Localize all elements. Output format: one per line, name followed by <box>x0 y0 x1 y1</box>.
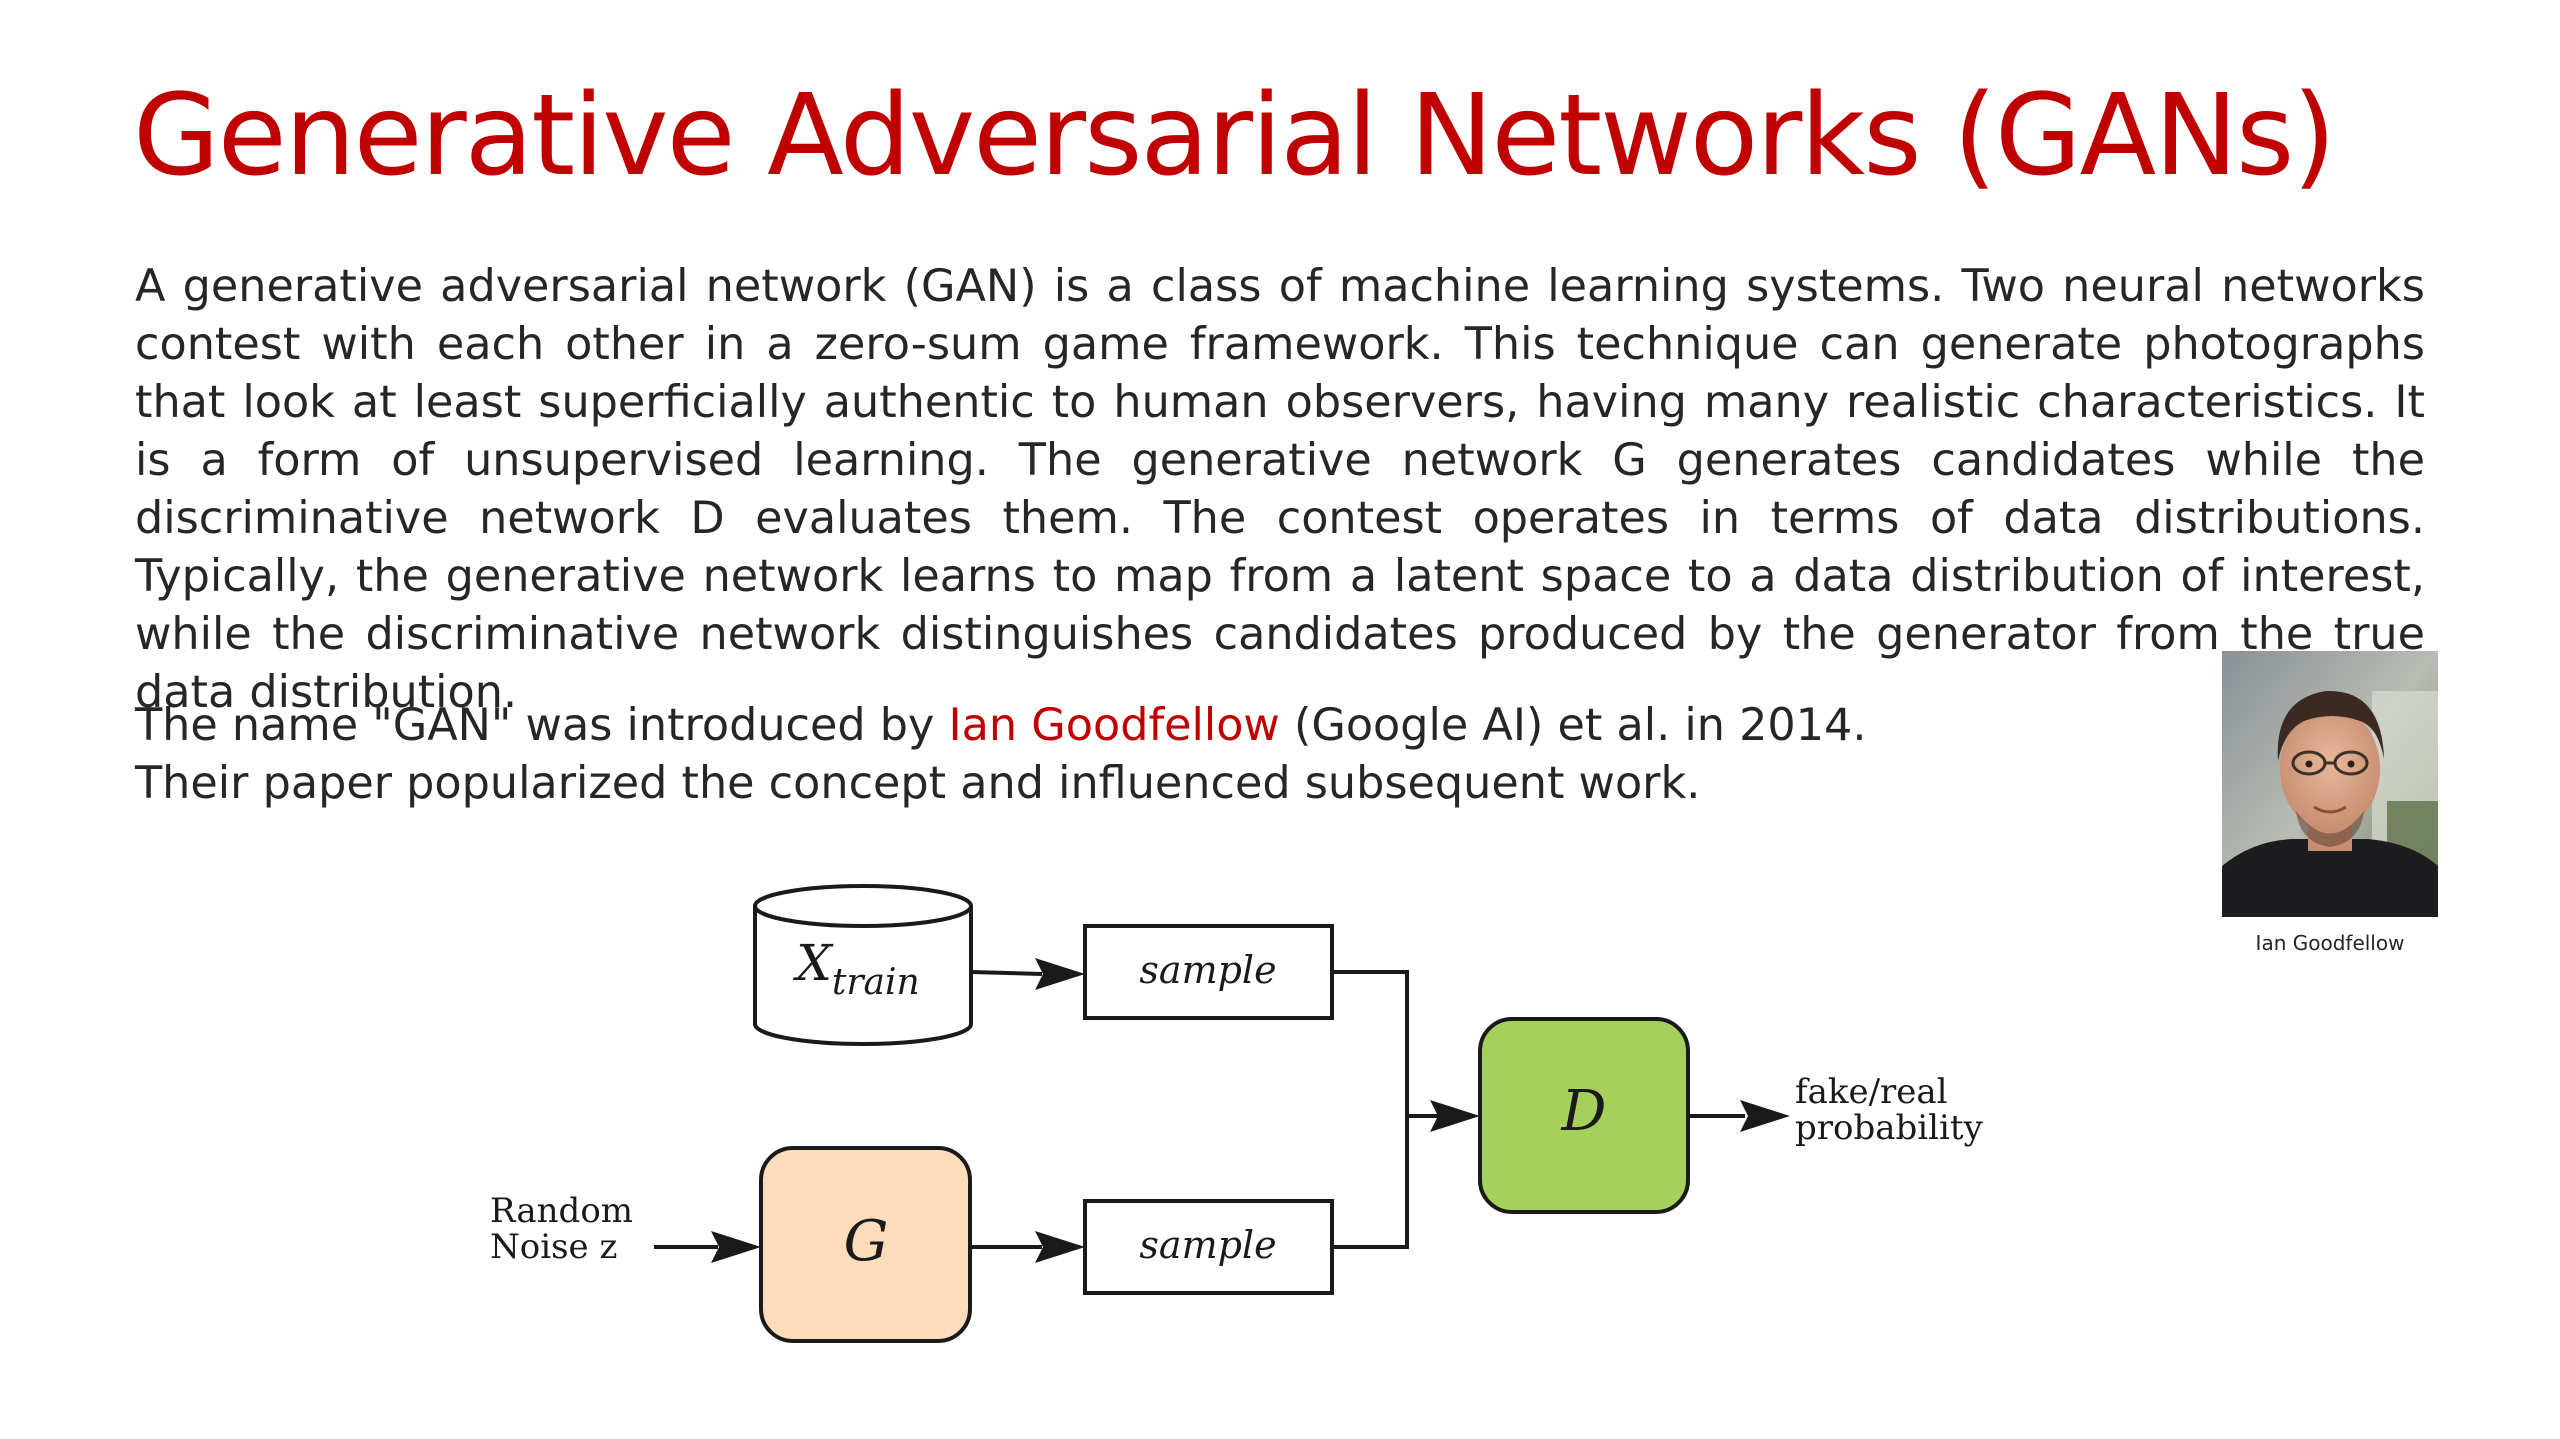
arrowhead-generator-sample <box>1035 1231 1085 1263</box>
gan-description: A generative adversarial network (GAN) i… <box>135 261 2425 718</box>
attribution-suffix: (Google AI) et al. in 2014. <box>1279 700 1867 751</box>
noise-label-line-1: Random <box>490 1191 633 1231</box>
sample-merge-line <box>1332 970 1409 1249</box>
sample-box-generated: sample <box>1083 1199 1334 1295</box>
attribution-text: The name "GAN" was introduced by Ian Goo… <box>135 697 2135 813</box>
attribution-prefix: The name "GAN" was introduced by <box>135 700 949 751</box>
ian-goodfellow-photo <box>2222 651 2438 917</box>
arrowhead-to-output <box>1740 1100 1790 1132</box>
generator-label: G <box>844 1209 889 1274</box>
arrow-data-to-sample <box>970 970 1043 976</box>
slide-title: Generative Adversarial Networks (GANs) <box>133 71 2336 201</box>
discriminator-label: D <box>1561 1079 1607 1144</box>
arrowhead-noise-generator <box>711 1231 761 1263</box>
noise-label-line-2: Noise z <box>490 1227 617 1267</box>
arrowhead-data-sample <box>1035 958 1085 990</box>
ian-goodfellow-link[interactable]: Ian Goodfellow <box>948 700 1280 751</box>
dataset-symbol: X <box>792 934 834 992</box>
noise-label: Random Noise z <box>490 1191 644 1267</box>
arrowhead-to-discriminator <box>1430 1100 1480 1132</box>
generator-node: G <box>759 1146 972 1343</box>
diagram-arrowheads <box>711 958 1790 1263</box>
dataset-subscript: train <box>832 962 920 1003</box>
output-label-line-1: fake/real <box>1795 1072 1948 1112</box>
attribution-line-1: The name "GAN" was introduced by Ian Goo… <box>135 697 2135 755</box>
output-label: fake/real probability <box>1795 1072 1984 1148</box>
output-label-line-2: probability <box>1795 1108 1984 1148</box>
photo-caption: Ian Goodfellow <box>2255 931 2405 955</box>
attribution-line-2: Their paper popularized the concept and … <box>135 758 1701 809</box>
sample-box-real: sample <box>1083 924 1334 1020</box>
training-data-cylinder: Xtrain <box>753 884 973 1046</box>
sample-generated-label: sample <box>1139 1223 1276 1267</box>
sample-real-label: sample <box>1139 948 1276 992</box>
diagram-connectors <box>654 970 1745 1249</box>
discriminator-node: D <box>1478 1017 1690 1214</box>
svg-text:Xtrain: Xtrain <box>792 934 919 1003</box>
